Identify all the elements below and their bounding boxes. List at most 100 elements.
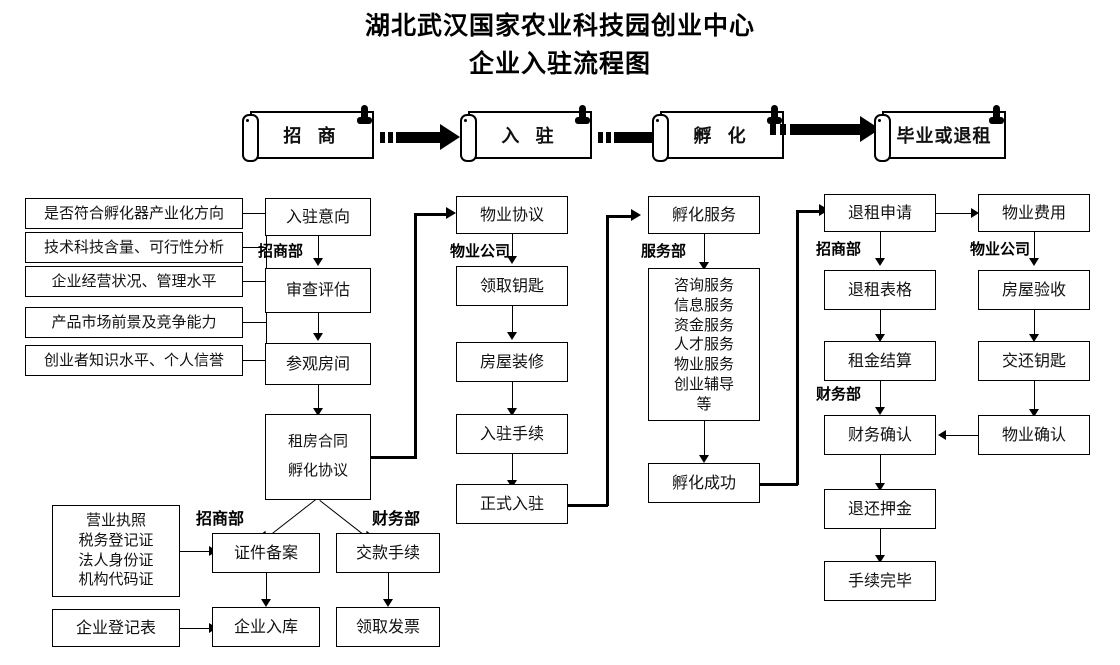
- step-entry-procedures[interactable]: 入驻手续: [456, 414, 568, 454]
- criteria-stub-4: [243, 322, 267, 323]
- stage-label-entry: 入 驻: [468, 111, 592, 159]
- arrow-deposit-finish: [875, 555, 885, 563]
- step-renovation[interactable]: 房屋装修: [456, 342, 568, 382]
- conn-success-to-exit: [796, 210, 822, 213]
- conn-exitapp-form: [880, 232, 881, 262]
- scroll-knob-icon: [993, 105, 1000, 122]
- step-finance-confirm[interactable]: 财务确认: [824, 415, 936, 455]
- conn-list-success: [704, 421, 705, 459]
- step-exit-application[interactable]: 退租申请: [824, 194, 936, 232]
- step-contract[interactable]: 租房合同 孵化协议: [265, 414, 371, 500]
- arrow-exitapp-form: [875, 258, 885, 266]
- scroll-roll-icon: [242, 114, 259, 162]
- step-entry-intent[interactable]: 入驻意向: [265, 198, 371, 236]
- conn-official-out: [568, 504, 608, 507]
- conn-formal-settle: [512, 454, 513, 484]
- conn-visit-contract: [318, 385, 319, 412]
- document-item-3: 法人身份证: [78, 550, 154, 569]
- step-property-fee[interactable]: 物业费用: [978, 194, 1090, 232]
- conn-pa-key: [512, 234, 513, 260]
- step-payment-procedure[interactable]: 交款手续: [336, 533, 440, 573]
- step-exit-form[interactable]: 退租表格: [824, 270, 936, 310]
- conn-success-out: [760, 483, 798, 486]
- arrow-confirm-deposit: [875, 483, 885, 491]
- arrow-pa-key: [507, 256, 517, 264]
- scroll-knob-icon: [361, 105, 368, 122]
- step-property-confirm[interactable]: 物业确认: [978, 415, 1090, 455]
- arrow-form-rent: [875, 334, 885, 342]
- step-visit-room[interactable]: 参观房间: [265, 343, 371, 385]
- conn-contract-to-property: [414, 213, 449, 216]
- step-get-keys[interactable]: 领取钥匙: [456, 266, 568, 306]
- conn-review-visit: [318, 313, 319, 337]
- contract-line-incubation: 孵化协议: [287, 460, 348, 479]
- stage-banner-recruit[interactable]: 招 商: [240, 105, 382, 165]
- document-item-1: 营业执照: [85, 511, 146, 529]
- conn-official-to-service: [606, 215, 634, 218]
- criteria-box-3[interactable]: 企业经营状况、管理水平: [25, 266, 243, 297]
- dept-label-property-out: 物业公司: [970, 240, 1031, 258]
- stage-label-graduate: 毕业或退租: [882, 111, 1006, 159]
- document-item-2: 税务登记证: [78, 530, 154, 549]
- arrow-rent-confirm: [875, 407, 885, 415]
- service-list-box[interactable]: 咨询服务 信息服务 资金服务 人才服务 物业服务 创业辅导 等: [648, 268, 760, 421]
- criteria-box-4[interactable]: 产品市场前景及竞争能力: [25, 307, 243, 338]
- step-rent-settlement[interactable]: 租金结算: [824, 341, 936, 381]
- conn-success-riser: [796, 210, 799, 485]
- step-refund-deposit[interactable]: 退还押金: [824, 489, 936, 529]
- step-enterprise-storage[interactable]: 企业入库: [212, 607, 320, 647]
- documents-box[interactable]: 营业执照 税务登记证 法人身份证 机构代码证: [52, 505, 180, 597]
- page-title-line1: 湖北武汉国家农业科技园创业中心: [364, 11, 755, 40]
- dept-label-recruit-top: 招商部: [258, 242, 304, 260]
- service-item-7: 等: [696, 394, 712, 413]
- stage-banner-entry[interactable]: 入 驻: [458, 105, 600, 165]
- scroll-roll-icon: [652, 114, 669, 162]
- step-receive-invoice[interactable]: 领取发票: [336, 607, 440, 647]
- scroll-knob-base-icon: [357, 117, 372, 124]
- step-property-agreement[interactable]: 物业协议: [456, 196, 568, 234]
- step-official-entry[interactable]: 正式入驻: [456, 484, 568, 524]
- scroll-roll-icon: [874, 114, 891, 162]
- conn-intent-review: [318, 236, 319, 262]
- service-item-2: 信息服务: [673, 295, 734, 314]
- conn-exitapp-to-fee: [936, 213, 974, 214]
- conn-service-list: [704, 234, 705, 266]
- conn-fee-inspect: [1034, 232, 1035, 262]
- scroll-knob-icon: [579, 105, 586, 122]
- conn-official-riser: [606, 215, 609, 506]
- arrow-filing-storage: [261, 599, 271, 607]
- stage-label-recruit: 招 商: [250, 111, 374, 159]
- conn-deposit-finish: [880, 529, 881, 559]
- arrow-official-to-service: [631, 209, 641, 221]
- step-document-filing[interactable]: 证件备案: [212, 533, 320, 573]
- criteria-box-2[interactable]: 技术科技含量、可行性分析: [25, 232, 243, 263]
- criteria-box-1[interactable]: 是否符合孵化器产业化方向: [25, 198, 243, 229]
- service-item-3: 资金服务: [673, 315, 734, 334]
- conn-documents-to-filing: [180, 551, 212, 552]
- conn-payment-invoice: [388, 573, 389, 603]
- registration-form-box[interactable]: 企业登记表: [52, 609, 180, 647]
- arrow-inspect-keys: [1029, 334, 1039, 342]
- step-house-inspection[interactable]: 房屋验收: [978, 270, 1090, 310]
- conn-filing-storage: [266, 573, 267, 603]
- dept-label-bottom-recruit: 招商部: [196, 509, 245, 528]
- criteria-stub-2: [243, 247, 267, 248]
- arrow-exitapp-to-fee: [971, 208, 979, 218]
- criteria-stub-5: [243, 360, 267, 361]
- step-return-keys[interactable]: 交还钥匙: [978, 341, 1090, 381]
- step-incubation-success[interactable]: 孵化成功: [648, 463, 760, 503]
- scroll-knob-icon: [771, 105, 778, 122]
- step-procedures-complete[interactable]: 手续完毕: [824, 561, 936, 601]
- scroll-roll-icon: [460, 114, 477, 162]
- scroll-knob-base-icon: [989, 117, 1004, 124]
- step-review-assess[interactable]: 审查评估: [265, 268, 371, 313]
- scroll-knob-base-icon: [767, 117, 782, 124]
- conn-keys-propconfirm: [1034, 381, 1035, 413]
- stage-arrow-3: [770, 116, 880, 142]
- criteria-box-5[interactable]: 创业者知识水平、个人信誉: [25, 345, 243, 376]
- stage-banner-incubation[interactable]: 孵 化: [650, 105, 792, 165]
- stage-banner-graduate[interactable]: 毕业或退租: [872, 105, 1014, 165]
- contract-line-lease: 租房合同: [287, 432, 348, 450]
- step-incubation-service[interactable]: 孵化服务: [648, 196, 760, 234]
